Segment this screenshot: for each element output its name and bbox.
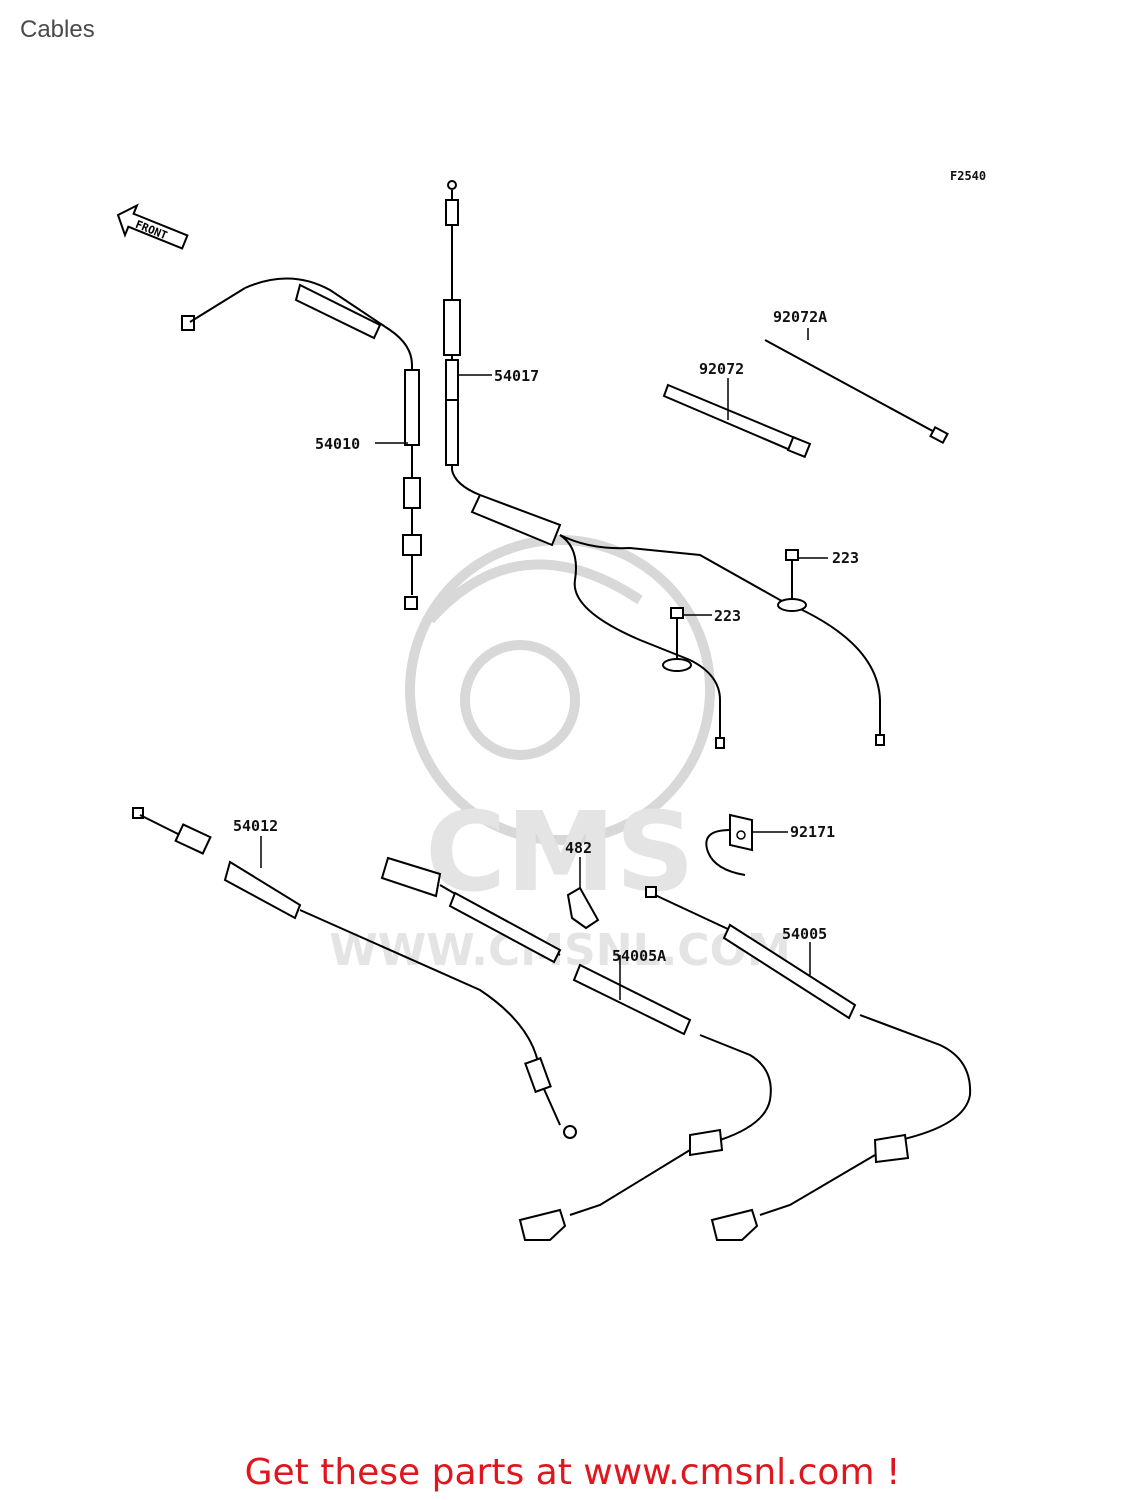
cable-54012 — [132, 807, 577, 1139]
e-clip-482 — [566, 886, 600, 930]
bolt-223-b — [662, 607, 692, 672]
part-label-54005[interactable]: 54005 — [782, 925, 827, 943]
bolt-223-a — [777, 549, 807, 612]
part-label-54012[interactable]: 54012 — [233, 817, 278, 835]
cable-54017 — [443, 180, 885, 749]
cta-link[interactable]: Get these parts at www.cmsnl.com ! — [244, 1452, 901, 1493]
bracket-92171 — [705, 813, 753, 876]
part-label-92171[interactable]: 92171 — [790, 823, 835, 841]
part-label-482[interactable]: 482 — [565, 839, 592, 857]
cable-54010 — [181, 277, 422, 610]
cable-54005A — [380, 856, 772, 1241]
parts-diagram: CMS WWW.CMSNL.COM F2540 FRONT — [116, 169, 986, 1241]
part-label-54010[interactable]: 54010 — [315, 435, 360, 453]
cable-54005 — [645, 886, 972, 1241]
part-label-54017[interactable]: 54017 — [494, 367, 539, 385]
part-label-92072A[interactable]: 92072A — [773, 308, 827, 326]
part-label-223-b[interactable]: 223 — [714, 607, 741, 625]
cable-tie-92072 — [662, 383, 812, 459]
front-arrow-icon: FRONT — [116, 203, 189, 250]
page-title: Cables — [20, 16, 95, 43]
part-label-54005A[interactable]: 54005A — [612, 947, 666, 965]
part-label-92072[interactable]: 92072 — [699, 360, 744, 378]
figure-code: F2540 — [950, 169, 986, 183]
part-label-223-a[interactable]: 223 — [832, 549, 859, 567]
watermark-logo: CMS WWW.CMSNL.COM — [329, 535, 791, 976]
cable-tie-92072A — [764, 339, 949, 445]
